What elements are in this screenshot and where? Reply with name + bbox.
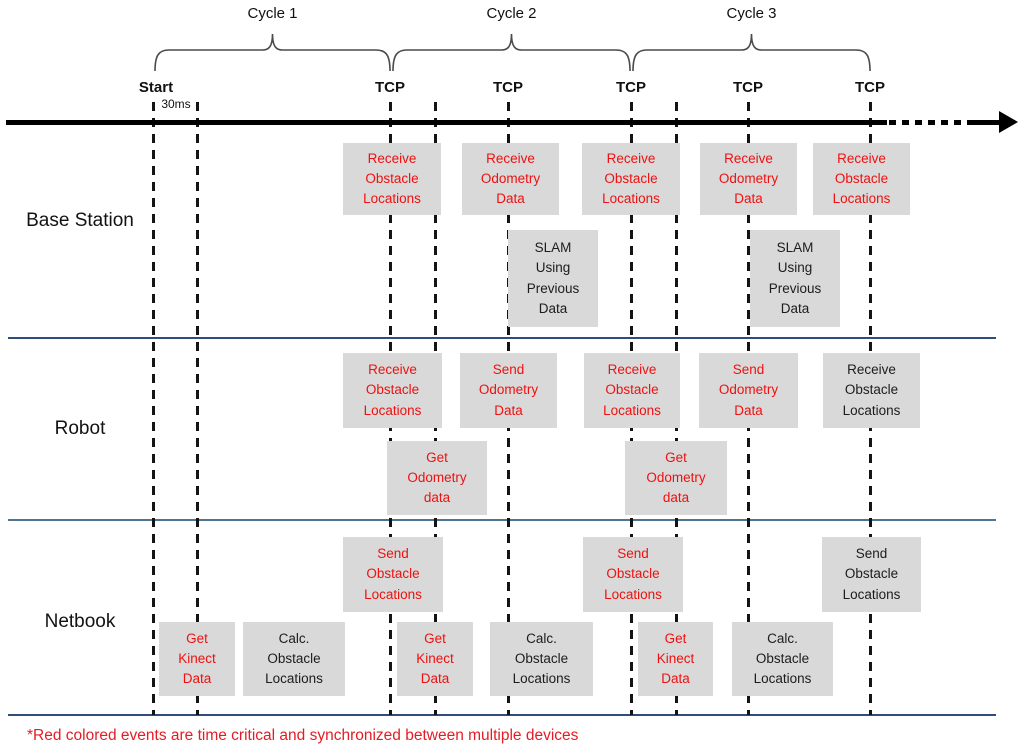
timeline-axis-dotted	[889, 120, 969, 125]
event-box: Receive Obstacle Locations	[343, 143, 441, 215]
event-box: Send Obstacle Locations	[583, 537, 683, 612]
event-box: Receive Obstacle Locations	[343, 353, 442, 428]
cycle-brace	[632, 33, 871, 72]
cycle-brace	[154, 33, 391, 72]
event-box: Send Odometry Data	[699, 353, 798, 428]
event-box: Get Odometry data	[387, 441, 487, 515]
lane-separator-base-robot	[8, 337, 996, 339]
event-box: Send Obstacle Locations	[822, 537, 921, 612]
event-box: Receive Odometry Data	[462, 143, 559, 215]
lane-label-netbook: Netbook	[44, 611, 116, 632]
event-box: Calc. Obstacle Locations	[490, 622, 593, 696]
timeline-marker-start: Start	[138, 79, 174, 96]
timeline-marker-tcp: TCP	[733, 79, 763, 96]
event-box: Calc. Obstacle Locations	[243, 622, 345, 696]
interval-30ms-label: 30ms	[161, 97, 191, 111]
timeline-marker-tcp: TCP	[855, 79, 885, 96]
lane-label-base-station: Base Station	[26, 210, 134, 231]
event-box: Receive Obstacle Locations	[582, 143, 680, 215]
lane-separator-robot-netbook	[8, 519, 996, 521]
cycle-label: Cycle 2	[486, 5, 537, 22]
cycle-braces	[154, 33, 871, 72]
event-box: Get Odometry data	[625, 441, 727, 515]
event-box: Get Kinect Data	[397, 622, 473, 696]
event-box: Receive Obstacle Locations	[823, 353, 920, 428]
cycle-label: Cycle 1	[247, 5, 298, 22]
event-box: Get Kinect Data	[159, 622, 235, 696]
event-box: Receive Obstacle Locations	[813, 143, 910, 215]
lane-separator-bottom	[8, 714, 996, 716]
event-box: Calc. Obstacle Locations	[732, 622, 833, 696]
event-box: Receive Odometry Data	[700, 143, 797, 215]
event-box: SLAM Using Previous Data	[508, 230, 598, 327]
timeline-axis-end	[967, 120, 1000, 125]
timeline-marker-tcp: TCP	[375, 79, 405, 96]
cycle-label: Cycle 3	[726, 5, 777, 22]
event-box: Receive Obstacle Locations	[584, 353, 680, 428]
timeline-arrowhead-icon	[999, 111, 1018, 133]
event-box: Get Kinect Data	[638, 622, 713, 696]
timeline-axis	[6, 120, 887, 125]
event-box: Send Odometry Data	[460, 353, 557, 428]
timeline-marker-tcp: TCP	[616, 79, 646, 96]
timeline-dashed-line	[152, 102, 155, 715]
cycle-brace	[392, 33, 631, 72]
timeline-marker-tcp: TCP	[493, 79, 523, 96]
timeline-dashed-line	[196, 102, 199, 715]
footnote: *Red colored events are time critical an…	[27, 727, 579, 744]
event-box: Send Obstacle Locations	[343, 537, 443, 612]
lane-label-robot: Robot	[54, 418, 106, 439]
event-box: SLAM Using Previous Data	[750, 230, 840, 327]
